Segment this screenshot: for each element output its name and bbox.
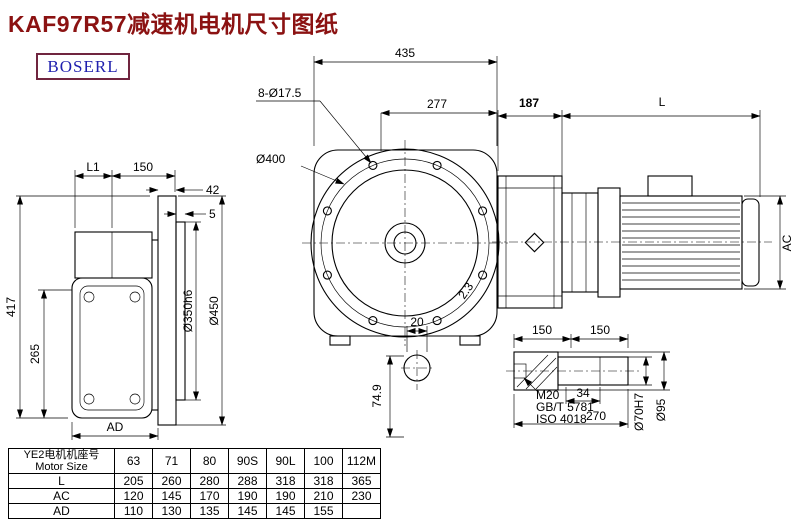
dim-150-left: 150 xyxy=(532,323,552,337)
motor-fins xyxy=(622,202,740,281)
front-view: 435 8-Ø17.5 277 Ø400 2.3 20 xyxy=(256,46,508,352)
dim-270: 270 xyxy=(586,409,606,423)
dim-435: 435 xyxy=(395,46,415,60)
cell: 145 xyxy=(228,503,267,519)
cell: 110 xyxy=(114,503,153,519)
col-header: 90S xyxy=(228,448,267,474)
dim-417: 417 xyxy=(4,297,18,317)
table-row-L: L 205 260 280 288 318 318 365 xyxy=(8,473,381,489)
cell: 190 xyxy=(228,488,267,504)
col-header: 112M xyxy=(342,448,381,474)
dim-oe400: Ø400 xyxy=(256,152,286,166)
dim-42: 42 xyxy=(206,183,220,197)
motor-size-table: YE2电机机座号 Motor Size 63 71 80 90S 90L 100… xyxy=(8,448,381,519)
dim-265: 265 xyxy=(28,344,42,364)
cell: 130 xyxy=(152,503,191,519)
cell: 280 xyxy=(190,473,229,489)
dim-5: 5 xyxy=(209,207,216,221)
table-header-row: YE2电机机座号 Motor Size 63 71 80 90S 90L 100… xyxy=(8,448,381,474)
boserl-logo-text: BOSERL xyxy=(47,56,119,76)
dim-150-top: 150 xyxy=(133,160,153,174)
cell: 135 xyxy=(190,503,229,519)
motor-size-header-cell: YE2电机机座号 Motor Size xyxy=(8,448,115,474)
table-row-AD: AD 110 130 135 145 145 155 xyxy=(8,503,381,519)
row-label: AC xyxy=(8,488,115,504)
dim-277: 277 xyxy=(427,97,447,111)
cell: 210 xyxy=(304,488,343,504)
dim-oe70h7: Ø70H7 xyxy=(632,393,646,431)
dim-150-right: 150 xyxy=(590,323,610,337)
cell: 145 xyxy=(152,488,191,504)
dim-oe450: Ø450 xyxy=(207,296,221,326)
dim-oe95: Ø95 xyxy=(654,398,668,421)
cell: 260 xyxy=(152,473,191,489)
dim-20: 20 xyxy=(410,315,424,329)
row-label: AD xyxy=(8,503,115,519)
col-header: 71 xyxy=(152,448,191,474)
cell: 318 xyxy=(304,473,343,489)
technical-drawing: 435 8-Ø17.5 277 Ø400 2.3 20 xyxy=(4,46,794,440)
dim-oe350h6: Ø350h6 xyxy=(181,289,195,332)
row-label: L xyxy=(8,473,115,489)
side-view: L1 150 42 5 417 265 xyxy=(4,160,226,440)
boserl-logo: BOSERL xyxy=(36,53,130,80)
motor-size-label-en: Motor Size xyxy=(35,461,88,473)
cell: 155 xyxy=(304,503,343,519)
page-title: KAF97R57减速机电机尺寸图纸 xyxy=(8,11,339,37)
dim-l: L xyxy=(659,95,666,109)
cell: 365 xyxy=(342,473,381,489)
col-header: 80 xyxy=(190,448,229,474)
dim-bolt-holes: 8-Ø17.5 xyxy=(258,86,302,100)
cell: 145 xyxy=(266,503,305,519)
dim-2-3: 2.3 xyxy=(455,280,476,302)
col-header: 63 xyxy=(114,448,153,474)
motor-size-label-cn: YE2电机机座号 xyxy=(23,449,100,461)
col-header: 90L xyxy=(266,448,305,474)
dim-l1: L1 xyxy=(86,160,100,174)
dim-187: 187 xyxy=(519,96,539,110)
thread-m20: M20 xyxy=(536,388,560,402)
dim-ad: AD xyxy=(107,420,124,434)
table-row-AC: AC 120 145 170 190 190 210 230 xyxy=(8,488,381,504)
dim-34: 34 xyxy=(576,386,590,400)
shaft-end-view: 74.9 xyxy=(370,350,433,438)
cell: 120 xyxy=(114,488,153,504)
cell: 170 xyxy=(190,488,229,504)
dim-74-9: 74.9 xyxy=(370,384,384,408)
motor-view: 187 L AC xyxy=(492,95,794,309)
cell: 205 xyxy=(114,473,153,489)
cell: 190 xyxy=(266,488,305,504)
cell: 288 xyxy=(228,473,267,489)
cell: 318 xyxy=(266,473,305,489)
cell xyxy=(342,503,381,519)
dim-ac: AC xyxy=(780,234,794,251)
cell: 230 xyxy=(342,488,381,504)
col-header: 100 xyxy=(304,448,343,474)
shaft-detail: 150 150 M20 GB/T 5781 ISO 4018 34 270 Ø7… xyxy=(506,323,670,431)
